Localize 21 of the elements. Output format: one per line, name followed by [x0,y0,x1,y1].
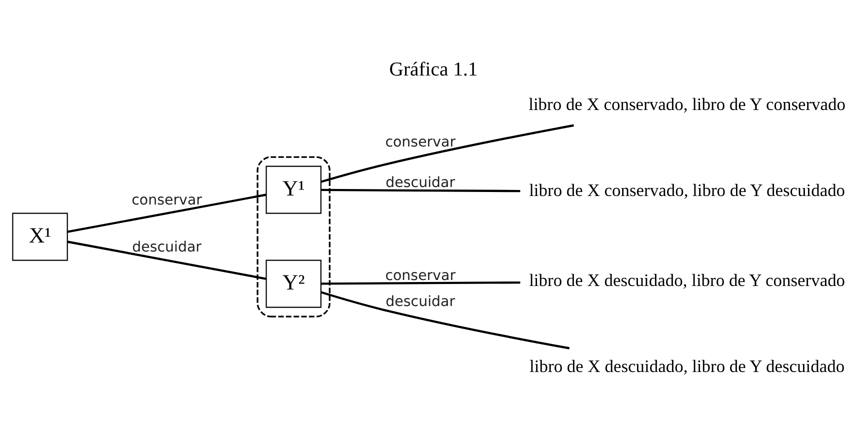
node-text: libro de X descuidado, libro de Y conservado [529,270,846,290]
diagram-title: Gráfica 1.1 [389,58,478,80]
cluster [256,156,330,318]
connector [320,291,570,350]
edge-label: conservar [385,268,456,284]
connector [320,188,520,192]
node-text: libro de X conservado, libro de Y descuidado [529,180,846,200]
edge-label: descuidar [132,239,202,256]
connector [67,240,266,280]
connector [320,124,574,183]
node-text: libro de X descuidado, libro de Y descuidado [530,356,845,376]
connector [67,194,266,233]
node-box: X¹ [12,212,68,261]
edge-label: descuidar [386,174,456,191]
edge-label: conservar [132,192,202,208]
node-box: Y¹ [266,166,322,214]
edge-label: descuidar [386,294,456,310]
edge-label: conservar [385,134,456,151]
node-box: Y² [266,260,322,308]
connector [320,281,520,285]
node-text: libro de X conservado, libro de Y conservado [528,94,846,114]
